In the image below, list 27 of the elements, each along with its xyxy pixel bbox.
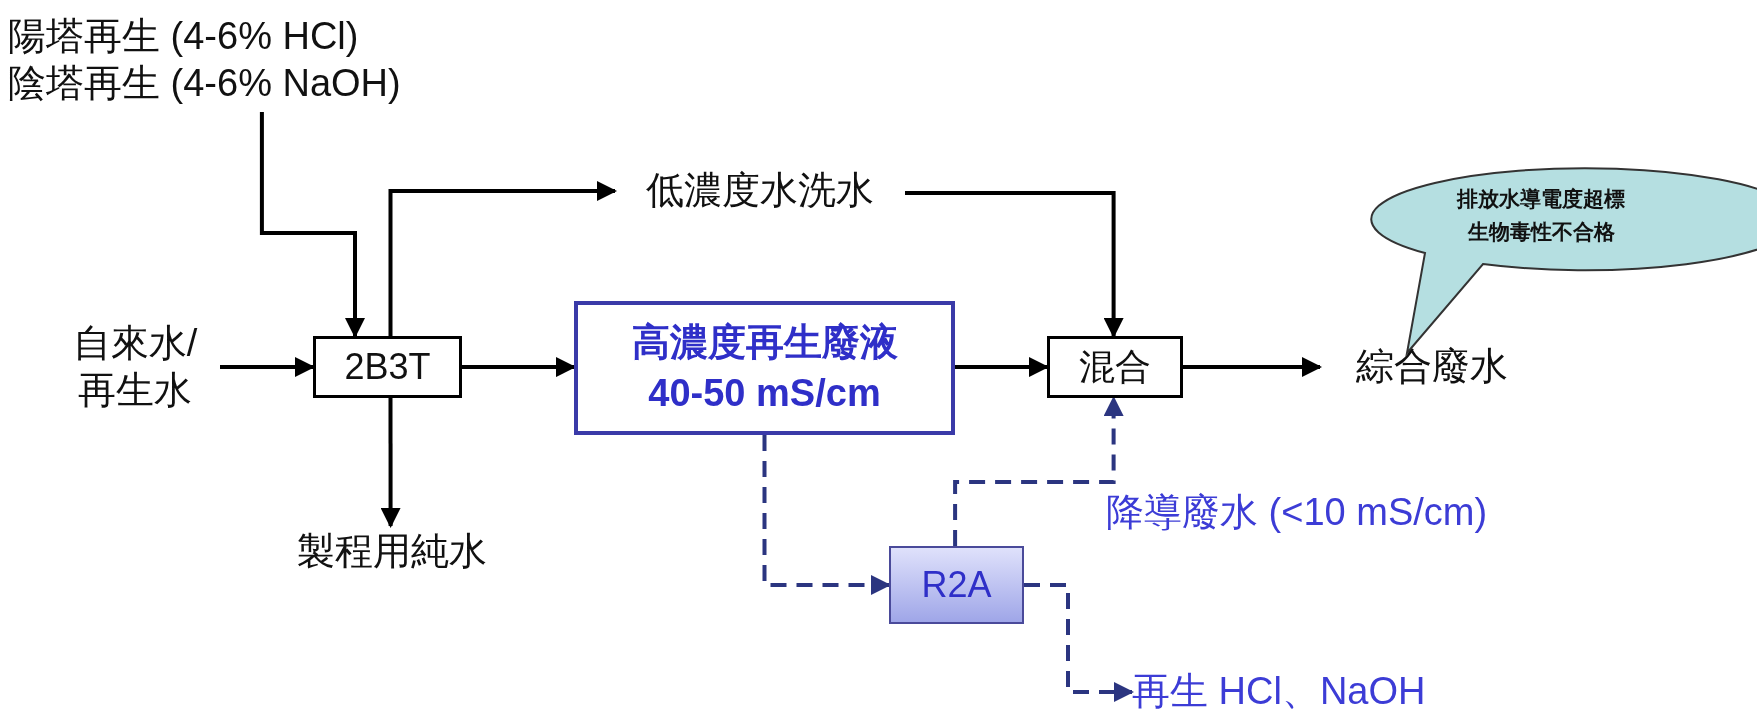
arrow bbox=[1183, 357, 1322, 377]
arrow bbox=[259, 112, 365, 338]
label-text: 製程用純水 bbox=[297, 529, 487, 575]
label-text: 陽塔再生 (4-6% HCl) bbox=[8, 13, 359, 59]
arrow bbox=[1024, 583, 1134, 702]
box-text: 40-50 mS/cm bbox=[648, 371, 881, 416]
process-box: 混合 bbox=[1047, 336, 1183, 398]
label-text: 陰塔再生 (4-6% NaOH) bbox=[8, 61, 401, 106]
label-text: 再生 HCl、NaOH bbox=[1132, 669, 1426, 715]
arrow bbox=[953, 396, 1124, 546]
bubble-text: 生物毒性不合格 bbox=[1467, 218, 1615, 245]
arrow bbox=[388, 181, 617, 336]
arrow bbox=[905, 191, 1124, 338]
edge-label: 降導廢水 (<10 mS/cm) bbox=[1106, 490, 1488, 536]
process-box: 2B3T bbox=[313, 336, 462, 398]
process-box bbox=[574, 301, 955, 435]
label-text: 低濃度水洗水 bbox=[646, 168, 874, 214]
arrow bbox=[955, 357, 1049, 377]
label-text: 自來水/ 再生水 bbox=[71, 320, 199, 413]
label-text: 綜合廢水 bbox=[1356, 344, 1508, 390]
box-text: 高濃度再生廢液 bbox=[631, 319, 898, 365]
process-box: R2A bbox=[889, 546, 1024, 624]
arrow bbox=[762, 435, 891, 595]
bubble-text: 排放水導電度超標 bbox=[1457, 186, 1625, 212]
arrow bbox=[380, 398, 401, 528]
arrow bbox=[220, 357, 315, 377]
arrow bbox=[462, 357, 576, 378]
